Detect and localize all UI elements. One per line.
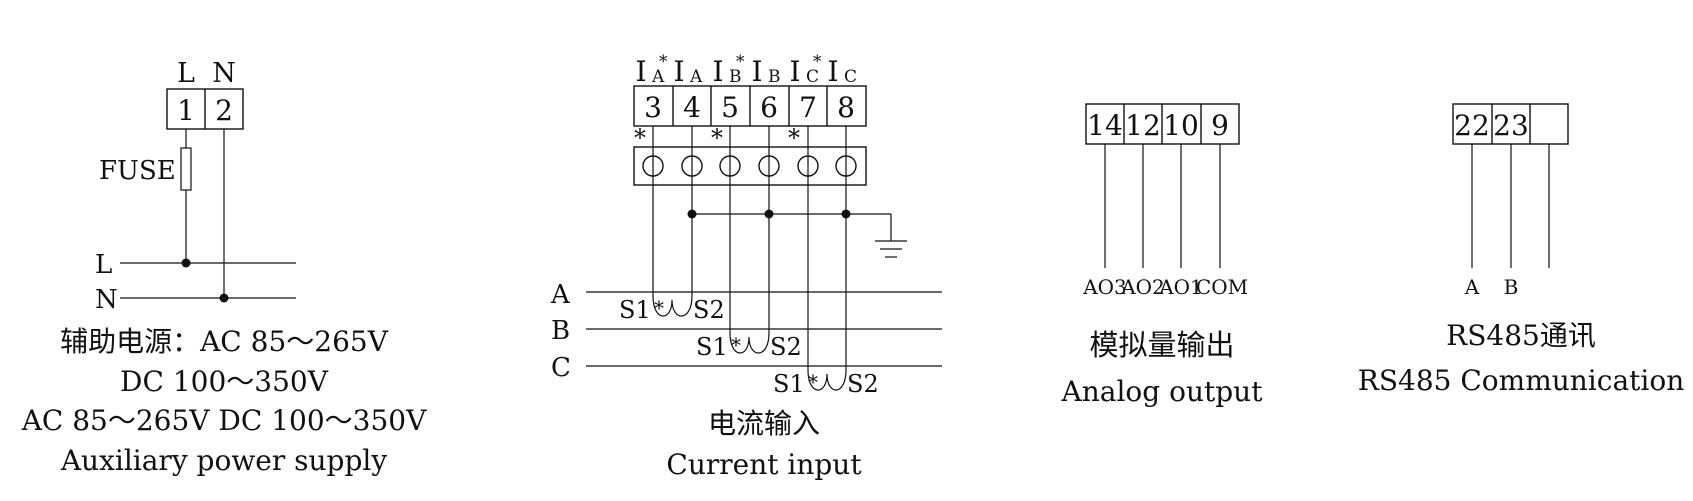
ct-ring-block bbox=[633, 146, 867, 186]
polarity-mark-b: * bbox=[711, 124, 723, 152]
rs485-terminal-22: 22 bbox=[1454, 109, 1490, 142]
current-header-5: I C * bbox=[789, 52, 822, 88]
svg-text:C: C bbox=[806, 67, 819, 87]
ct-loop-a bbox=[652, 295, 693, 317]
power-section: L N 1 2 FUSE L N 辅助电源：AC 85～265V DC 100～… bbox=[21, 58, 427, 477]
svg-text:I: I bbox=[635, 55, 646, 88]
power-terminal-2: 2 bbox=[215, 94, 233, 127]
power-caption-2: DC 100～350V bbox=[120, 365, 329, 398]
svg-text:*: * bbox=[736, 52, 745, 72]
current-header-6: I C bbox=[827, 55, 857, 88]
fuse-symbol bbox=[180, 147, 192, 191]
ct-loop-c bbox=[807, 369, 847, 391]
analog-terminal-14: 14 bbox=[1087, 109, 1123, 142]
current-terminal-5: 5 bbox=[721, 91, 739, 124]
current-terminal-4: 4 bbox=[683, 91, 701, 124]
analog-terminal-9: 9 bbox=[1211, 109, 1229, 142]
analog-output-ao2: AO2 bbox=[1120, 275, 1165, 299]
analog-terminal-10: 10 bbox=[1163, 109, 1199, 142]
rs485-caption-en: RS485 Communication bbox=[1358, 364, 1684, 397]
svg-text:*: * bbox=[813, 52, 822, 72]
fuse-label: FUSE bbox=[99, 156, 176, 186]
svg-text:I: I bbox=[789, 55, 800, 88]
ct-c-s2: S2 bbox=[847, 370, 879, 398]
rs485-output-b: B bbox=[1504, 275, 1519, 299]
power-caption-1: 辅助电源：AC 85～265V bbox=[60, 325, 389, 358]
ct-a-s2: S2 bbox=[693, 296, 725, 324]
rs485-section: 22 23 A B RS485通讯 RS485 Communication bbox=[1358, 103, 1684, 397]
current-terminal-6: 6 bbox=[760, 91, 778, 124]
line-label-l: L bbox=[95, 250, 112, 280]
ct-a-mark: * bbox=[654, 296, 664, 320]
phase-label-b: B bbox=[551, 316, 570, 346]
current-terminal-3: 3 bbox=[644, 91, 662, 124]
ground-symbol bbox=[875, 240, 907, 258]
ct-loop-b bbox=[729, 332, 770, 354]
current-caption-en: Current input bbox=[666, 448, 862, 481]
analog-caption-en: Analog output bbox=[1061, 375, 1264, 408]
power-terminal-label-n: N bbox=[212, 58, 236, 89]
svg-text:I: I bbox=[827, 55, 838, 88]
rs485-output-a: A bbox=[1464, 275, 1480, 299]
power-terminal-1: 1 bbox=[177, 94, 195, 127]
rs485-terminal-23: 23 bbox=[1493, 109, 1529, 142]
line-label-n: N bbox=[95, 285, 118, 315]
ct-b-s2: S2 bbox=[770, 333, 802, 361]
analog-caption-zh: 模拟量输出 bbox=[1089, 328, 1234, 362]
analog-output-ao1: AO1 bbox=[1158, 275, 1203, 299]
svg-text:B: B bbox=[729, 67, 742, 87]
current-header-1: I A * bbox=[635, 52, 668, 88]
svg-text:C: C bbox=[844, 67, 857, 87]
current-header-4: I B bbox=[751, 55, 780, 88]
analog-output-ao3: AO3 bbox=[1082, 275, 1127, 299]
polarity-mark-a: * bbox=[634, 124, 646, 152]
ct-a-s1: S1 bbox=[619, 296, 651, 324]
polarity-mark-c: * bbox=[788, 124, 800, 152]
ct-c-mark: * bbox=[808, 370, 818, 394]
current-section: I A * I A I B * I B I C * I C bbox=[550, 52, 942, 481]
analog-terminal-12: 12 bbox=[1125, 109, 1161, 142]
current-terminal-8: 8 bbox=[837, 91, 855, 124]
svg-text:B: B bbox=[768, 67, 781, 87]
svg-text:I: I bbox=[751, 55, 762, 88]
current-caption-zh: 电流输入 bbox=[708, 407, 820, 440]
rs485-caption-zh: RS485通讯 bbox=[1446, 319, 1596, 352]
power-caption-4: Auxiliary power supply bbox=[60, 444, 388, 477]
analog-output-com: COM bbox=[1196, 275, 1248, 299]
analog-section: 14 12 10 9 AO3 AO2 AO1 COM 模拟量输出 Analog … bbox=[1061, 103, 1264, 408]
svg-text:A: A bbox=[689, 67, 703, 87]
current-terminal-7: 7 bbox=[799, 91, 817, 124]
ct-b-s1: S1 bbox=[696, 333, 728, 361]
svg-text:A: A bbox=[651, 67, 665, 87]
phase-label-c: C bbox=[551, 353, 571, 383]
power-terminal-label-l: L bbox=[177, 58, 195, 89]
svg-text:I: I bbox=[673, 55, 684, 88]
svg-text:*: * bbox=[659, 52, 668, 72]
power-caption-3: AC 85～265V DC 100～350V bbox=[21, 404, 427, 437]
ct-b-mark: * bbox=[731, 333, 741, 357]
current-header-2: I A bbox=[673, 55, 703, 88]
current-header-3: I B * bbox=[712, 52, 745, 88]
ct-c-s1: S1 bbox=[773, 370, 805, 398]
svg-text:I: I bbox=[712, 55, 723, 88]
phase-label-a: A bbox=[550, 280, 571, 310]
